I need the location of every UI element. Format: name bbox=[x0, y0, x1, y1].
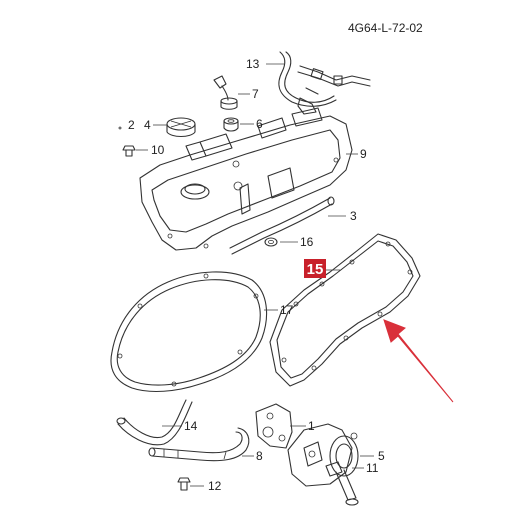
label-1: 1 bbox=[308, 419, 315, 433]
rocker-cover-9 bbox=[139, 107, 353, 251]
label-12: 12 bbox=[208, 479, 222, 493]
label-5: 5 bbox=[378, 449, 385, 463]
timing-cover-gasket-17 bbox=[110, 271, 268, 392]
label-6: 6 bbox=[256, 117, 263, 131]
breather-hose-13 bbox=[278, 51, 371, 115]
bolt-11 bbox=[325, 461, 359, 506]
label-7: 7 bbox=[252, 87, 259, 101]
pcv-valve-7 bbox=[213, 75, 238, 110]
diagram-code: 4G64-L-72-02 bbox=[348, 21, 423, 35]
label-13: 13 bbox=[246, 57, 260, 71]
bolt-12 bbox=[177, 477, 191, 491]
part-2 bbox=[118, 126, 122, 130]
label-3: 3 bbox=[350, 209, 357, 223]
clip-16 bbox=[264, 237, 278, 247]
leader-lines bbox=[136, 63, 374, 487]
hose-14 bbox=[116, 399, 193, 446]
label-9: 9 bbox=[360, 147, 367, 161]
label-8: 8 bbox=[256, 449, 263, 463]
bolt-10 bbox=[122, 145, 136, 157]
label-15: 15 bbox=[307, 261, 324, 278]
label-11: 11 bbox=[366, 461, 379, 475]
label-17: 17 bbox=[280, 303, 294, 317]
arrow-shape bbox=[383, 319, 454, 403]
oil-filler-cap-4 bbox=[166, 117, 196, 138]
label-4: 4 bbox=[144, 118, 151, 132]
hose-8 bbox=[148, 427, 250, 462]
label-10: 10 bbox=[151, 143, 165, 157]
hose-3 bbox=[229, 196, 335, 255]
water-outlet-5 bbox=[287, 423, 359, 487]
thermostat-gasket-1 bbox=[255, 403, 293, 449]
grommet-6 bbox=[223, 117, 239, 132]
label-2: 2 bbox=[128, 118, 135, 132]
highlight-callout-15: 15 bbox=[304, 259, 326, 278]
label-16: 16 bbox=[300, 235, 314, 249]
highlight-box bbox=[304, 259, 326, 278]
pointer-arrow bbox=[383, 319, 454, 403]
label-14: 14 bbox=[184, 419, 198, 433]
